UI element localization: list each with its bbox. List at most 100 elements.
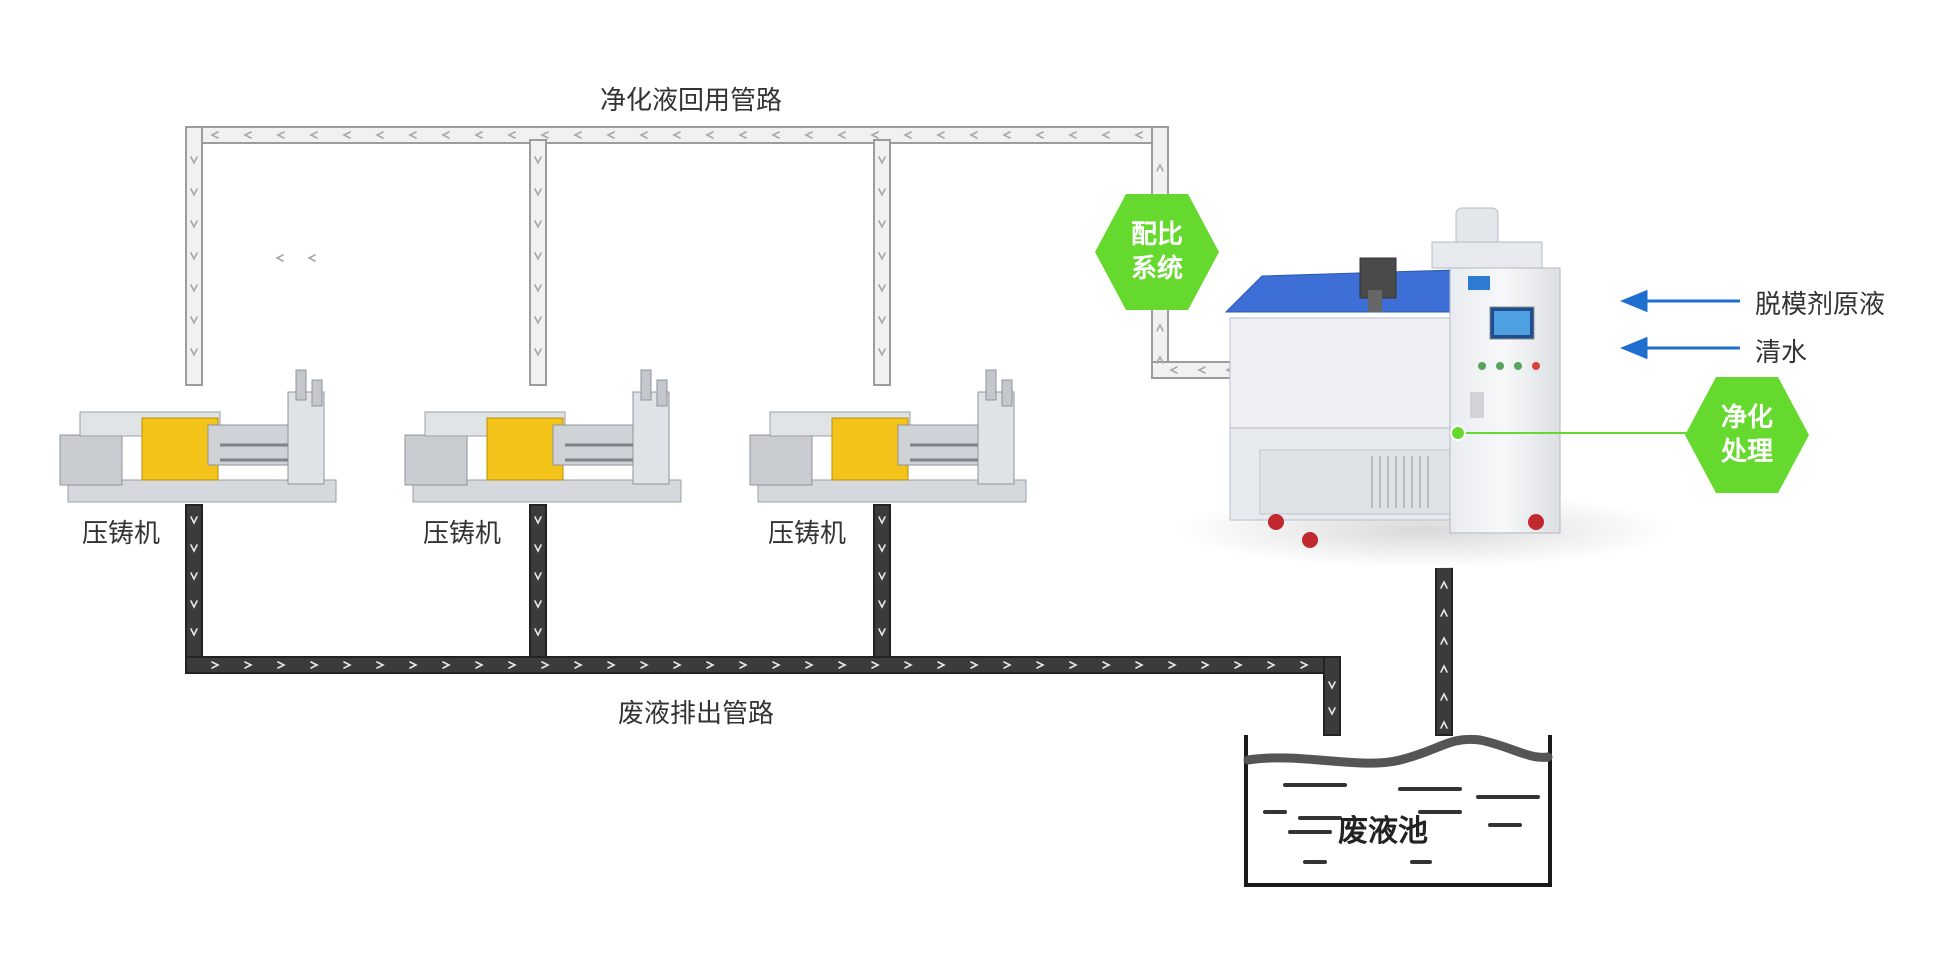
return-pipe-network xyxy=(185,126,1245,386)
flow-chevron xyxy=(534,516,542,525)
flow-chevron xyxy=(243,131,252,139)
flow-chevron xyxy=(190,348,198,357)
flow-chevron xyxy=(1156,163,1164,172)
flow-chevron xyxy=(190,316,198,325)
flow-chevron xyxy=(310,661,319,669)
flow-chevron xyxy=(640,661,649,669)
flow-chevron xyxy=(1440,720,1448,729)
flow-chevron xyxy=(190,600,198,609)
flow-chevron xyxy=(878,516,886,525)
flow-chevron xyxy=(307,254,316,262)
flow-chevron xyxy=(878,316,886,325)
flow-chevron xyxy=(878,156,886,165)
flow-chevron xyxy=(211,661,220,669)
die-casting-machine-1 xyxy=(59,369,337,503)
flow-chevron xyxy=(190,252,198,261)
flow-chevron xyxy=(541,661,550,669)
flow-chevron xyxy=(1440,692,1448,701)
flow-chevron xyxy=(878,544,886,553)
flow-chevron xyxy=(508,661,517,669)
flow-chevron xyxy=(309,131,318,139)
flow-chevron xyxy=(1267,661,1276,669)
flow-chevron xyxy=(190,188,198,197)
waste-pool-label: 废液池 xyxy=(1338,814,1428,849)
flow-chevron xyxy=(441,131,450,139)
flow-chevron xyxy=(1440,664,1448,673)
flow-chevron xyxy=(190,516,198,525)
flow-chevron xyxy=(1234,661,1243,669)
flow-chevron xyxy=(534,156,542,165)
flow-chevron xyxy=(190,156,198,165)
flow-chevron xyxy=(534,252,542,261)
flow-chevron xyxy=(534,600,542,609)
flow-chevron xyxy=(534,284,542,293)
flow-chevron xyxy=(936,131,945,139)
flow-chevron xyxy=(1069,661,1078,669)
flow-chevron xyxy=(1197,366,1206,374)
flow-chevron xyxy=(903,131,912,139)
release-agent-label: 脱模剂原液 xyxy=(1755,290,1886,320)
flow-chevron xyxy=(190,572,198,581)
flow-chevron xyxy=(805,661,814,669)
flow-chevron xyxy=(534,628,542,637)
flow-chevron xyxy=(442,661,451,669)
flow-chevron xyxy=(771,131,780,139)
flow-chevron xyxy=(244,661,253,669)
flow-chevron xyxy=(837,131,846,139)
flow-chevron xyxy=(1169,366,1178,374)
flow-chevron xyxy=(904,661,913,669)
flow-chevron xyxy=(1156,323,1164,332)
die-casting-machine-3 xyxy=(749,369,1027,503)
flow-chevron xyxy=(276,131,285,139)
flow-chevron xyxy=(1300,661,1309,669)
flow-chevron xyxy=(342,131,351,139)
machine-label-3: 压铸机 xyxy=(768,519,847,549)
flow-chevron xyxy=(1003,661,1012,669)
flow-chevron xyxy=(1440,608,1448,617)
flow-chevron xyxy=(190,544,198,553)
flow-chevron xyxy=(673,661,682,669)
flow-chevron xyxy=(1134,131,1143,139)
flow-chevron xyxy=(937,661,946,669)
flow-chevron xyxy=(878,572,886,581)
clean-water-label: 清水 xyxy=(1755,338,1808,368)
flow-chevron xyxy=(534,544,542,553)
machine-label-2: 压铸机 xyxy=(423,519,502,549)
flow-chevron xyxy=(1035,131,1044,139)
flow-chevron xyxy=(343,661,352,669)
flow-chevron xyxy=(1068,131,1077,139)
flow-chevron xyxy=(1101,131,1110,139)
flow-chevron xyxy=(275,254,284,262)
flow-chevron xyxy=(606,131,615,139)
purification-equipment xyxy=(1175,207,1675,568)
flow-chevron xyxy=(607,661,616,669)
flow-chevron xyxy=(1156,355,1164,364)
flow-chevron xyxy=(190,284,198,293)
flow-chevron xyxy=(210,131,219,139)
flow-chevron xyxy=(672,131,681,139)
flow-chevron xyxy=(1328,707,1336,716)
flow-chevron xyxy=(573,131,582,139)
die-casting-machine-2 xyxy=(404,369,682,503)
flow-chevron xyxy=(474,131,483,139)
flow-chevron xyxy=(1440,580,1448,589)
machine-label-1: 压铸机 xyxy=(82,519,161,549)
flow-chevron xyxy=(878,628,886,637)
flow-chevron xyxy=(1102,661,1111,669)
flow-chevron xyxy=(1201,661,1210,669)
flow-chevron xyxy=(1440,636,1448,645)
flow-chevron xyxy=(1328,681,1336,690)
input-arrows xyxy=(1620,289,1740,360)
ratio-system-line-1: 配比 xyxy=(1130,220,1183,250)
flow-chevron xyxy=(1168,661,1177,669)
flow-chevron xyxy=(534,316,542,325)
flow-chevron xyxy=(408,131,417,139)
flow-chevron xyxy=(507,131,516,139)
flow-chevron xyxy=(534,220,542,229)
flow-chevron xyxy=(534,348,542,357)
flow-chevron xyxy=(772,661,781,669)
purification-line-2: 处理 xyxy=(1720,437,1773,467)
flow-chevron xyxy=(878,252,886,261)
return-pipe-label: 净化液回用管路 xyxy=(600,86,783,116)
